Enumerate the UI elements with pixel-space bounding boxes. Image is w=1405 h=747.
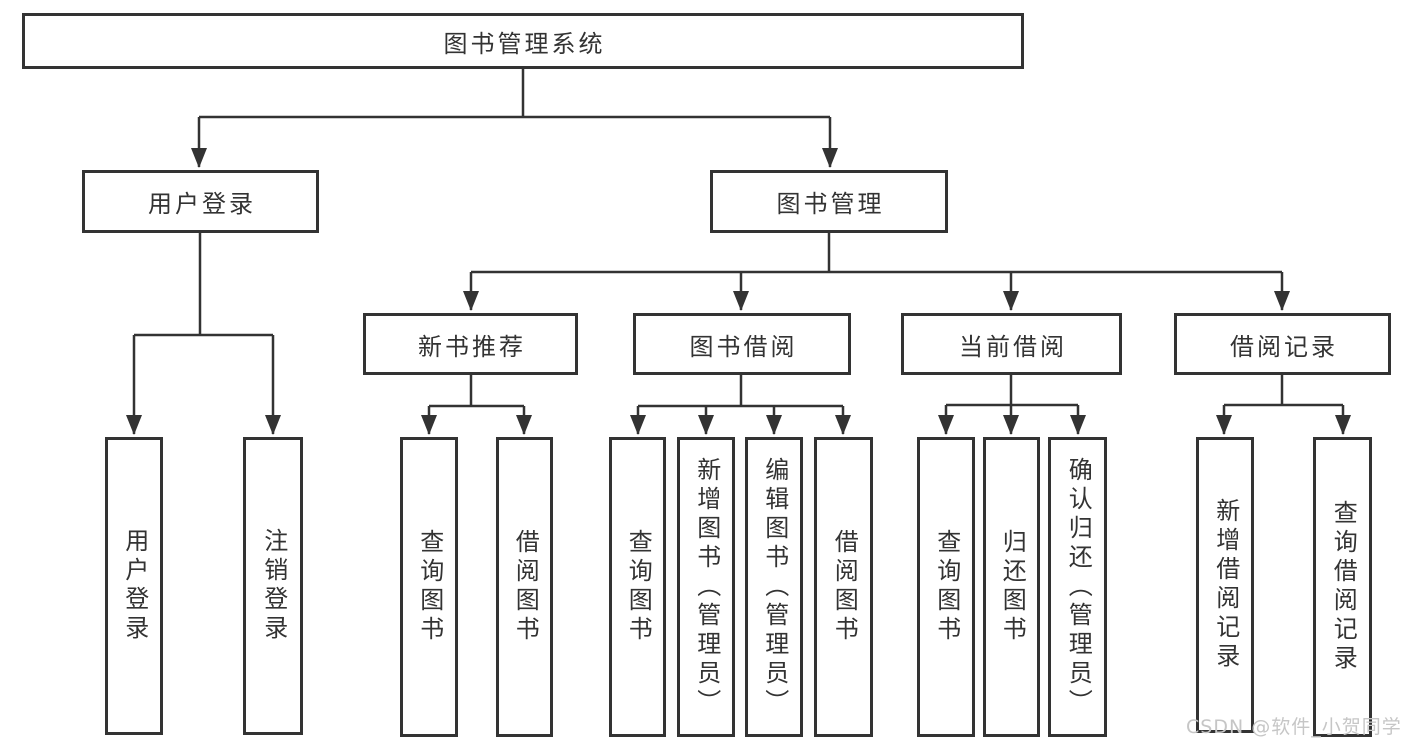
leaf-user-login: 用户登录 [105, 437, 163, 735]
leaf-add-borrow-record: 新增借阅记录 [1196, 437, 1254, 733]
leaf-add-borrow-record-label: 新增借阅记录 [1211, 498, 1240, 672]
leaf-user-login-label: 用户登录 [120, 528, 149, 644]
leaf-edit-book-admin: 编辑图书（管理员） [745, 437, 803, 737]
node-book-management: 图书管理 [710, 170, 948, 233]
leaf-edit-book-admin-label: 编辑图书（管理员） [760, 456, 789, 718]
node-library-management-system: 图书管理系统 [22, 13, 1024, 69]
leaf-add-book-admin: 新增图书（管理员） [677, 437, 735, 737]
leaf-borrow-books: 借阅图书 [814, 437, 873, 737]
leaf-confirm-return-admin-label: 确认归还（管理员） [1064, 456, 1093, 718]
leaf-borrow-books-recommend-label: 借阅图书 [511, 529, 540, 645]
leaf-confirm-return-admin: 确认归还（管理员） [1048, 437, 1107, 737]
leaf-query-books-current-label: 查询图书 [932, 529, 961, 645]
leaf-logout: 注销登录 [243, 437, 303, 735]
leaf-query-books-borrow: 查询图书 [609, 437, 666, 737]
node-new-book-recommend: 新书推荐 [363, 313, 578, 375]
leaf-borrow-books-recommend: 借阅图书 [496, 437, 553, 737]
leaf-query-borrow-record: 查询借阅记录 [1313, 437, 1372, 737]
leaf-query-borrow-record-label: 查询借阅记录 [1329, 500, 1358, 674]
leaf-query-books-recommend: 查询图书 [400, 437, 458, 737]
leaf-add-book-admin-label: 新增图书（管理员） [692, 456, 721, 718]
node-user-login: 用户登录 [82, 170, 319, 233]
leaf-borrow-books-label: 借阅图书 [830, 529, 859, 645]
leaf-query-books-recommend-label: 查询图书 [415, 529, 444, 645]
leaf-query-books-borrow-label: 查询图书 [624, 529, 653, 645]
node-current-borrowing: 当前借阅 [901, 313, 1122, 375]
leaf-return-books: 归还图书 [983, 437, 1040, 737]
leaf-return-books-label: 归还图书 [998, 529, 1027, 645]
node-book-borrowing: 图书借阅 [633, 313, 851, 375]
csdn-watermark: CSDN @软件_小贺同学 [1186, 716, 1402, 738]
leaf-query-books-current: 查询图书 [917, 437, 975, 737]
node-borrowing-records: 借阅记录 [1174, 313, 1391, 375]
leaf-logout-label: 注销登录 [259, 528, 288, 644]
